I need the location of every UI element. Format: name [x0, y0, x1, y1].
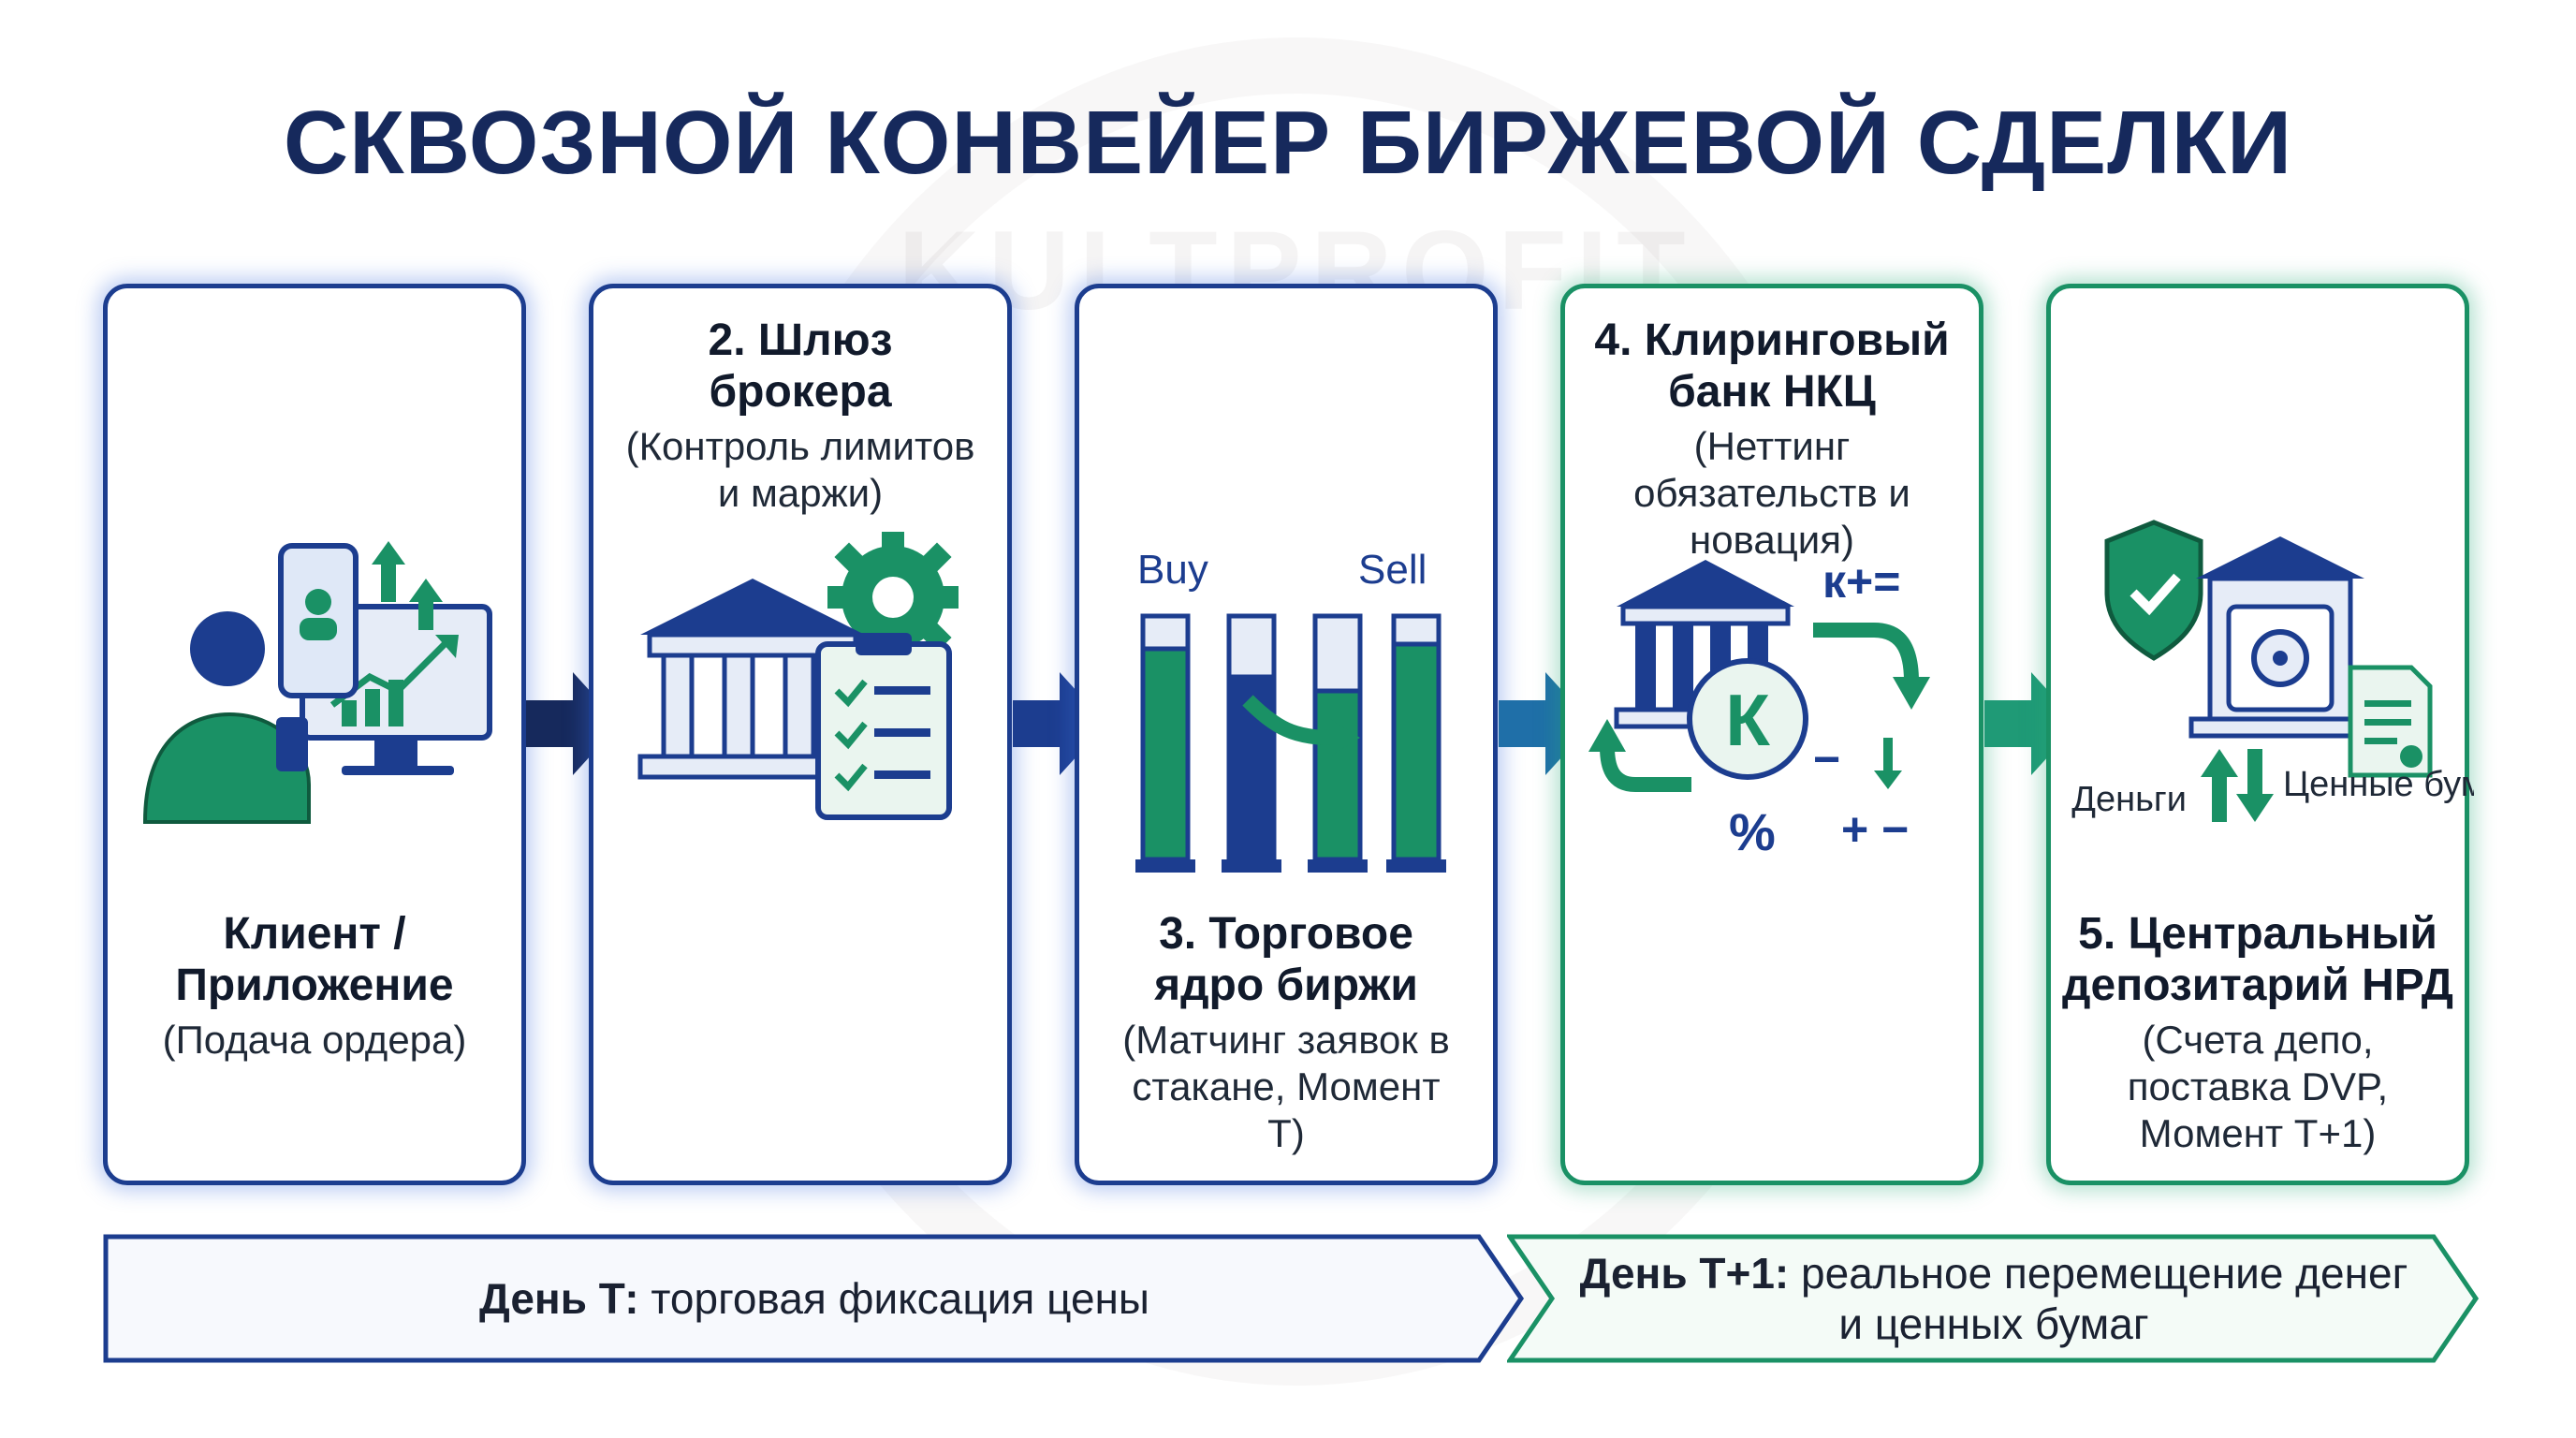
clearing-netting-icon: К к+= − % + −	[1565, 504, 1979, 944]
day-t1-band: День Т+1: реальное перемещение денег и ц…	[1507, 1234, 2481, 1363]
step-subtitle: (Счета депо, поставка DVP, Момент Т+1)	[2127, 1018, 2389, 1155]
day-t-description: торговая фиксация цены	[651, 1274, 1149, 1323]
page-title: СКВОЗНОЙ КОНВЕЙЕР БИРЖЕВОЙ СДЕЛКИ	[283, 93, 2293, 193]
securities-label: Ценные бумаги	[2283, 765, 2474, 804]
step-card-exchange-core: Buy Sell 3. Торговое ядро бир	[1075, 284, 1498, 1185]
step-subtitle: (Подача ордера)	[162, 1018, 467, 1062]
step-title: Клиент / Приложение	[175, 909, 454, 1010]
step-card-central-depository: Деньги Ценные бумаги 5. Центральный депо…	[2046, 284, 2474, 1185]
step-title: 4. Клиринговый банк НКЦ	[1594, 315, 1950, 417]
day-t-text: День Т: торговая фиксация цены	[103, 1234, 1526, 1363]
order-book-bars-icon: Buy Sell	[1079, 504, 1493, 944]
money-label: Деньги	[2071, 780, 2187, 819]
depository-vault-icon: Деньги Ценные бумаги	[2051, 504, 2474, 944]
step-card-broker-gateway: 2. Шлюз брокера (Контроль лимитов и марж…	[589, 284, 1012, 1185]
formula-label: к+=	[1822, 555, 1900, 608]
day-t-label: День Т:	[479, 1274, 639, 1323]
step-title: 5. Центральный депозитарий НРД	[2062, 909, 2453, 1010]
step-title: 2. Шлюз брокера	[708, 315, 893, 417]
sell-label: Sell	[1358, 547, 1427, 593]
day-t-band: День Т: торговая фиксация цены	[103, 1234, 1526, 1363]
minus-label: −	[1813, 733, 1840, 785]
day-t1-text: День Т+1: реальное перемещение денег и ц…	[1507, 1234, 2481, 1363]
day-t1-description: реальное перемещение денег и ценных бума…	[1801, 1249, 2408, 1348]
step-card-clearing-bank: 4. Клиринговый банк НКЦ (Неттинг обязате…	[1560, 284, 1983, 1185]
day-t1-label: День Т+1:	[1579, 1249, 1790, 1298]
step-card-client: Клиент / Приложение (Подача ордера)	[103, 284, 526, 1185]
step-subtitle: (Контроль лимитов и маржи)	[625, 424, 975, 515]
step-subtitle: (Неттинг обязательств и новация)	[1633, 424, 1910, 562]
client-app-icon	[108, 504, 521, 944]
step-subtitle: (Матчинг заявок в стакане, Момент Т)	[1122, 1018, 1450, 1155]
percent-label: %	[1729, 802, 1776, 861]
buy-label: Buy	[1137, 547, 1208, 593]
bank-gear-checklist-icon	[593, 504, 1007, 944]
plus-minus-label: + −	[1841, 803, 1909, 856]
step-title: 3. Торговое ядро биржи	[1154, 909, 1418, 1010]
k-letter: К	[1725, 679, 1770, 761]
